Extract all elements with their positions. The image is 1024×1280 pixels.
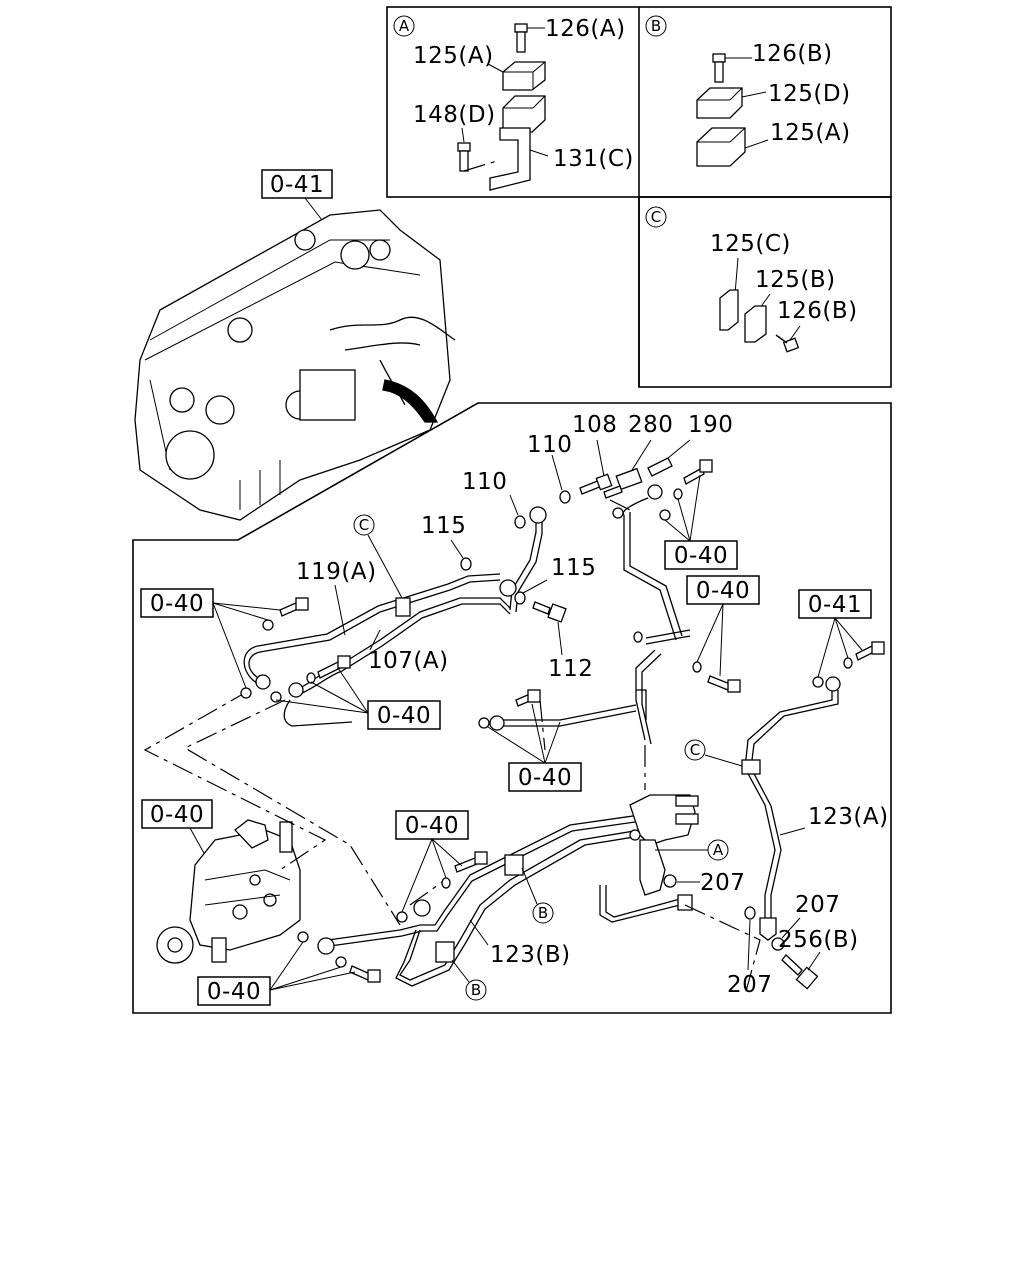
label-123b: 123(B) <box>490 942 571 968</box>
label-190: 190 <box>688 412 733 438</box>
injection-pump-drawing: 0-40 <box>141 799 301 964</box>
detail-panel-c: C 125(C) 125(B) 126(B) <box>645 206 858 353</box>
label-125a-top: 125(A) <box>413 43 494 69</box>
label-148d: 148(D) <box>413 102 496 128</box>
return-pipe-center <box>489 484 691 745</box>
callout-b-123b-lower: B <box>471 981 481 999</box>
ref-0-40-top-right-text: 0-40 <box>674 543 728 569</box>
label-126a: 126(A) <box>545 16 626 42</box>
detail-panel-a: A 126(A) 125(A) 131(C) 148(D) <box>393 15 634 191</box>
label-107a: 107(A) <box>368 648 449 674</box>
ref-box-0-40-top-right: 0-40 <box>664 474 738 570</box>
label-126b-panel-c: 126(B) <box>777 298 858 324</box>
pipe-123b: B B <box>317 814 690 1001</box>
label-108: 108 <box>572 412 617 438</box>
ref-box-0-40-center: 0-40 <box>487 703 582 792</box>
label-131c: 131(C) <box>553 146 634 172</box>
ref-0-40-pump: 0-40 <box>150 802 204 828</box>
clamp-c-119a: C <box>353 514 411 617</box>
label-119a: 119(A) <box>296 559 377 585</box>
ref-0-40-lower-center-text: 0-40 <box>405 813 459 839</box>
label-110-upper: 110 <box>527 432 572 458</box>
label-125c: 125(C) <box>710 231 791 257</box>
label-207-block: 207 <box>700 870 745 896</box>
ref-0-40-mid-left-text: 0-40 <box>377 703 431 729</box>
ref-box-0-41-right: 0-41 <box>798 589 872 678</box>
ref-box-0-40-lower-center: 0-40 <box>395 810 469 913</box>
label-112: 112 <box>548 656 593 682</box>
assembly-guide-lines <box>143 499 761 996</box>
label-256b: 256(B) <box>778 927 859 953</box>
ref-0-40-right-text: 0-40 <box>696 578 750 604</box>
ref-box-0-40-right: 0-40 <box>686 575 760 677</box>
ref-0-40-bottom-left-text: 0-40 <box>207 979 261 1005</box>
ref-box-0-40-mid-left: 0-40 <box>275 667 441 730</box>
ref-0-40-left-text: 0-40 <box>150 591 204 617</box>
label-126b-panel: 126(B) <box>752 41 833 67</box>
label-207-right: 207 <box>795 892 840 918</box>
callout-c-123a: C <box>690 741 700 759</box>
detail-panels-frame <box>386 6 892 388</box>
label-207-bottom: 207 <box>727 972 772 998</box>
callout-a-block: A <box>713 841 724 859</box>
part-labels: 108 280 190 110 110 115 115 119(A) 107(A… <box>296 412 889 998</box>
label-125a-panel-b: 125(A) <box>770 120 851 146</box>
callout-a-letter: A <box>399 17 410 35</box>
ref-0-40-center-text: 0-40 <box>518 765 572 791</box>
callout-c-119a: C <box>359 516 369 534</box>
fasteners <box>240 439 885 990</box>
label-110-lower: 110 <box>462 469 507 495</box>
pipe-123a: C <box>684 676 841 941</box>
ref-box-0-40-bottom-left: 0-40 <box>197 941 356 1006</box>
callout-b-123b-upper: B <box>538 904 548 922</box>
engine-overview-drawing: 0-41 <box>134 169 456 521</box>
ref-box-0-40-left: 0-40 <box>140 588 281 689</box>
detail-panel-b: B 126(B) 125(D) 125(A) <box>645 15 851 167</box>
label-125b: 125(B) <box>755 267 836 293</box>
label-123a: 123(A) <box>808 804 889 830</box>
ref-0-41-right-text: 0-41 <box>808 592 862 618</box>
main-assembly-frame <box>132 402 892 1014</box>
label-115-lower: 115 <box>551 555 596 581</box>
ref-0-41-engine: 0-41 <box>270 172 324 198</box>
label-280: 280 <box>628 412 673 438</box>
callout-c-letter: C <box>651 208 661 226</box>
pipe-junction-block: A <box>599 794 729 923</box>
pipe-107a <box>283 506 547 727</box>
callout-b-letter: B <box>651 17 661 35</box>
label-125d: 125(D) <box>768 81 851 107</box>
label-115-upper: 115 <box>421 513 466 539</box>
